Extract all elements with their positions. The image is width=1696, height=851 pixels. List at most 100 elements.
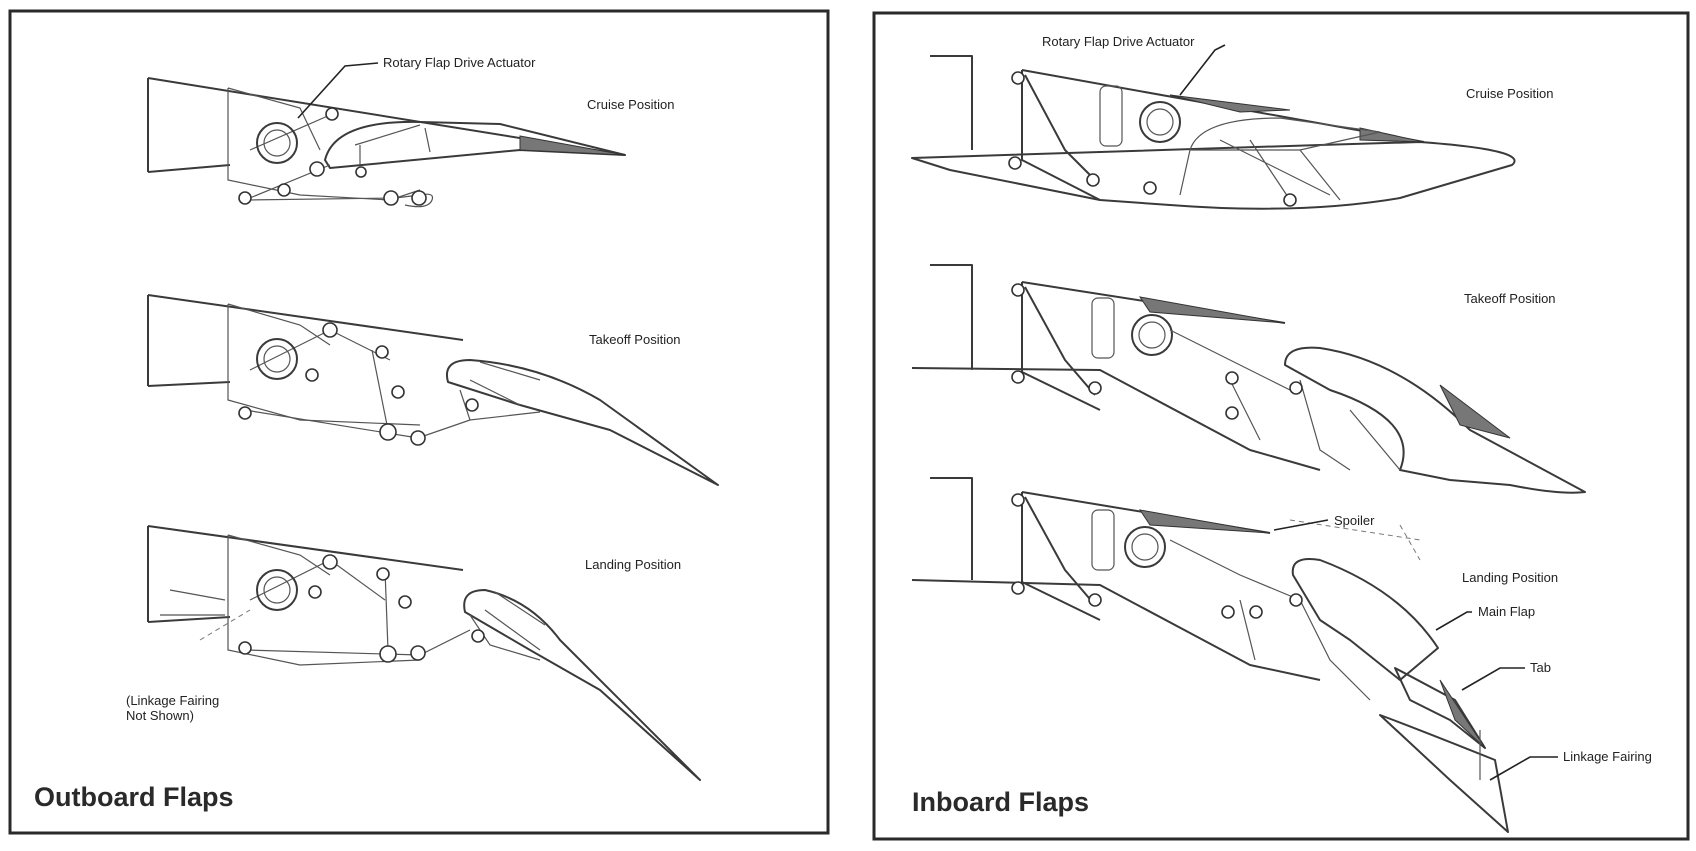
rotary-actuator-inner-icon (1146, 108, 1174, 136)
linkage-hidden-line (199, 609, 251, 641)
pivot-pin-icon (379, 423, 397, 441)
pivot-pin-icon (277, 183, 291, 197)
spoiler-leader (1273, 519, 1329, 531)
rotary-actuator-inner-icon (1131, 533, 1159, 561)
rotary-actuator-inner-icon (263, 576, 291, 604)
pivot-pin-icon (305, 368, 319, 382)
main-flap-callout: Main Flap (1478, 604, 1535, 619)
spoiler-callout: Spoiler (1334, 513, 1375, 528)
pivot-pin-icon (375, 345, 389, 359)
pivot-pin-icon (1249, 605, 1263, 619)
outboard-cruise-drawing: Rotary Flap Drive Actuator Cruise Positi… (147, 55, 674, 208)
actuator-leader (297, 62, 379, 119)
spoiler-hatch (1138, 296, 1286, 324)
pivot-pin-icon (1289, 381, 1303, 395)
cruise-flap (1179, 117, 1381, 201)
spoiler-hatch (1169, 94, 1291, 113)
takeoff-flap (446, 359, 719, 486)
pivot-pin-icon (1011, 493, 1025, 507)
pivot-pin-icon (376, 567, 390, 581)
cruise-flap (324, 120, 626, 169)
rotary-actuator-icon (256, 569, 298, 611)
pivot-pin-icon (1011, 71, 1025, 85)
inboard-takeoff-label: Takeoff Position (1464, 291, 1556, 306)
pivot-pin-icon (383, 190, 399, 206)
rotary-actuator-icon (1124, 526, 1166, 568)
spoiler-hatch (1138, 509, 1271, 534)
pivot-pin-icon (238, 406, 252, 420)
inboard-actuator-label: Rotary Flap Drive Actuator (1042, 34, 1195, 49)
pivot-pin-icon (238, 191, 252, 205)
rotary-actuator-inner-icon (1138, 321, 1166, 349)
actuator-housing (1091, 297, 1115, 359)
wing-box (147, 77, 626, 173)
pivot-pin-icon (325, 107, 339, 121)
outboard-takeoff-label: Takeoff Position (589, 332, 681, 347)
outboard-takeoff-drawing: Takeoff Position (147, 294, 719, 486)
pivot-pin-icon (471, 629, 485, 643)
outboard-cruise-label: Cruise Position (587, 97, 674, 112)
trailing-edge-hatch (1439, 384, 1511, 439)
drive-linkage (160, 569, 471, 656)
main-flap (1291, 558, 1439, 681)
tab-hatch (1439, 679, 1486, 749)
wing-box (147, 294, 464, 387)
actuator-bracket (227, 534, 421, 666)
pivot-pin-icon (1225, 371, 1239, 385)
inboard-cruise-drawing: Rotary Flap Drive Actuator Cruise Positi… (911, 34, 1553, 210)
pivot-pin-icon (465, 398, 479, 412)
actuator-housing (1099, 85, 1123, 147)
pivot-pin-icon (1283, 193, 1297, 207)
pivot-pin-icon (1088, 381, 1102, 395)
linkage-fairing-leader (1489, 756, 1558, 781)
pivot-pin-icon (410, 430, 426, 446)
wing-box (147, 525, 464, 623)
pivot-pin-icon (308, 585, 322, 599)
landing-flap (463, 589, 701, 781)
outboard-note-line2: Not Shown) (126, 708, 194, 723)
pivot-pin-icon (391, 385, 405, 399)
pivot-pin-icon (322, 554, 338, 570)
pivot-pin-icon (411, 190, 427, 206)
outboard-actuator-label: Rotary Flap Drive Actuator (383, 55, 536, 70)
pivot-pin-icon (1011, 283, 1025, 297)
drive-linkage (244, 349, 471, 439)
pivot-pin-icon (379, 645, 397, 663)
pivot-pin-icon (398, 595, 412, 609)
linkage-fairing (1379, 714, 1509, 833)
drive-linkage (1169, 539, 1481, 780)
outboard-landing-label: Landing Position (585, 557, 681, 572)
rotary-actuator-inner-icon (263, 345, 291, 373)
wing-box (911, 264, 1321, 471)
pivot-pin-icon (1008, 156, 1022, 170)
actuator-bracket (227, 87, 421, 201)
drive-linkage (1169, 329, 1401, 471)
drive-linkage (244, 164, 434, 208)
rotary-actuator-icon (1139, 101, 1181, 143)
pivot-pin-icon (322, 322, 338, 338)
upper-skin (1021, 282, 1101, 411)
actuator-leader (1179, 44, 1226, 96)
inboard-takeoff-drawing: Takeoff Position (911, 264, 1586, 494)
pivot-pin-icon (1011, 370, 1025, 384)
wing-box (911, 477, 1321, 681)
outboard-panel-frame (8, 9, 830, 835)
rotary-actuator-inner-icon (263, 129, 291, 157)
pivot-pin-icon (1086, 173, 1100, 187)
inboard-landing-label: Landing Position (1462, 570, 1558, 585)
pivot-pin-icon (309, 161, 325, 177)
inboard-title: Inboard Flaps (912, 787, 1089, 817)
linkage-fairing-callout: Linkage Fairing (1563, 749, 1652, 764)
flap-ribs (469, 591, 546, 661)
rotary-actuator-icon (256, 122, 298, 164)
flap-ribs (354, 124, 431, 165)
pivot-pin-icon (1088, 593, 1102, 607)
upper-skin (1021, 492, 1101, 621)
pivot-pin-icon (238, 641, 252, 655)
pivot-pin-icon (410, 645, 426, 661)
pivot-pin-icon (1289, 593, 1303, 607)
pivot-pin-icon (355, 166, 367, 178)
main-flap-leader (1435, 611, 1472, 631)
wing-box (911, 55, 1516, 210)
